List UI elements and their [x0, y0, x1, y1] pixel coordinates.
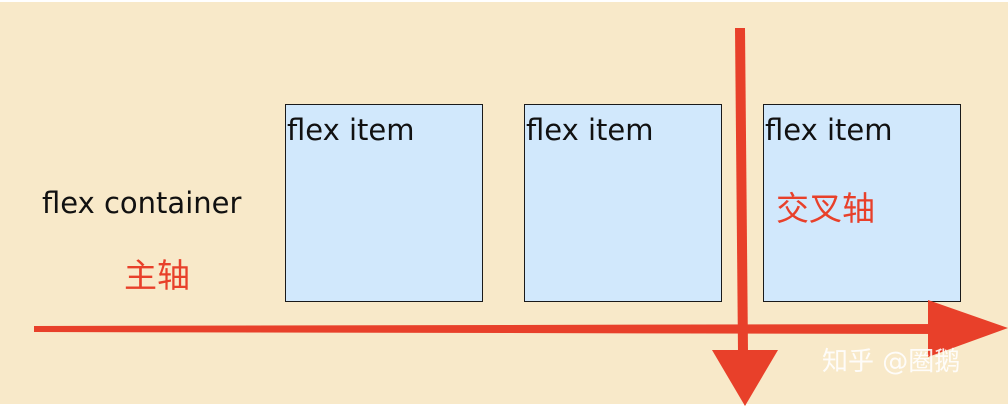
flex-item-box: flex item — [524, 104, 722, 302]
flex-item-box: flex item — [763, 104, 961, 302]
flex-item-label: flex item — [765, 113, 893, 147]
main-axis-label: 主轴 — [124, 256, 190, 295]
cross-axis-label: 交叉轴 — [776, 189, 875, 228]
flex-item-label: flex item — [287, 113, 415, 147]
watermark: 知乎 @圈鹅 — [822, 347, 961, 377]
flex-container-label: flex container — [42, 186, 242, 220]
flex-item-box: flex item — [285, 104, 483, 302]
flex-item-label: flex item — [526, 113, 654, 147]
